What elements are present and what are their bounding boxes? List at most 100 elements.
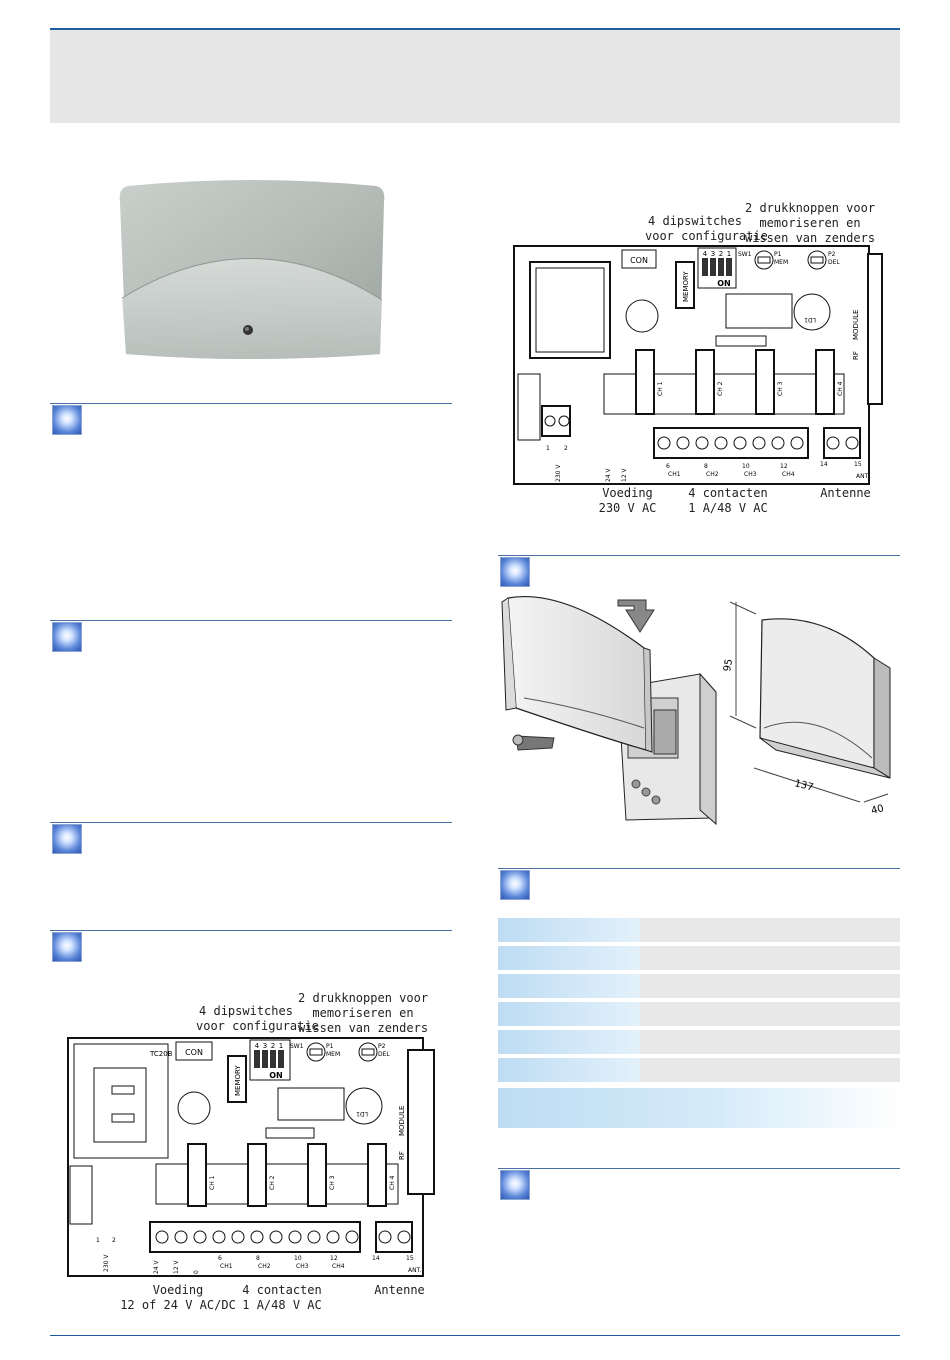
spec-row	[498, 918, 900, 942]
pcb-module: MODULE	[852, 310, 860, 340]
pcb-p1: P1	[774, 251, 782, 258]
antenna-label: Antenne	[820, 486, 871, 500]
pcb-supply-num: 2	[564, 445, 568, 452]
pcb-ch: CH 3	[777, 381, 784, 396]
terminal-ch: CH1	[220, 1263, 233, 1270]
section-rule	[498, 868, 900, 869]
section-bullet-icon	[500, 870, 530, 900]
pcb-rf: RF	[398, 1151, 406, 1160]
terminal-ch: CH4	[782, 471, 795, 478]
pcb-ch: CH 4	[837, 381, 844, 396]
pcb-ld1: LD1	[356, 1110, 368, 1117]
terminal-num: 8	[256, 1255, 260, 1262]
pcb-ant-num: 14	[820, 461, 828, 468]
pcb-supply-num: 1	[96, 1237, 100, 1244]
dip-on-label: ON	[269, 1071, 283, 1080]
pcb-ant: ANT.	[408, 1267, 422, 1274]
header-band	[50, 30, 900, 123]
section-bullet-icon	[52, 622, 82, 652]
section-bullet-icon	[500, 1170, 530, 1200]
pcb-module: MODULE	[398, 1106, 406, 1136]
pcb-supply: 230 V	[103, 1254, 110, 1272]
terminal-ch: CH3	[744, 471, 757, 478]
pcb-ch: CH 1	[209, 1175, 216, 1190]
pcb-low-volt: 24 V	[153, 1259, 160, 1274]
dip-num: 2	[719, 250, 723, 258]
spec-row	[498, 946, 900, 970]
dip-num: 1	[727, 250, 731, 258]
pcb-model: TC20B	[149, 1050, 173, 1058]
spec-row	[498, 1058, 900, 1082]
product-photo	[119, 180, 385, 359]
pcb-low-volt: 12 V	[173, 1259, 180, 1274]
spec-row	[498, 1002, 900, 1026]
pcb-con: CON	[185, 1048, 203, 1057]
terminal-ch: CH2	[706, 471, 719, 478]
spec-row	[498, 974, 900, 998]
terminal-num: 12	[780, 463, 788, 470]
pcb-sw1: SW1	[290, 1043, 304, 1050]
dip-on-label: ON	[717, 279, 731, 288]
dimension-height: 95	[722, 658, 735, 672]
dip-num: 3	[711, 250, 715, 258]
section-rule	[50, 403, 452, 404]
pcb-mem: MEM	[326, 1051, 340, 1058]
pcb-low-volt: 12 V	[621, 467, 628, 482]
pcb-p2: P2	[828, 251, 836, 258]
pcb-supply: 230 V	[555, 464, 562, 482]
terminal-num: 10	[742, 463, 750, 470]
pcb-del: DEL	[378, 1051, 390, 1058]
section-bullet-icon	[52, 405, 82, 435]
pcb-low-volt: 24 V	[605, 467, 612, 482]
terminal-num: 12	[330, 1255, 338, 1262]
terminal-ch: CH2	[258, 1263, 271, 1270]
dip-num: 4	[703, 250, 708, 258]
pcb-p2: P2	[378, 1043, 386, 1050]
bottom-rule	[50, 1335, 900, 1336]
dip-num: 2	[271, 1042, 275, 1050]
terminal-num: 8	[704, 463, 708, 470]
section-rule	[50, 930, 452, 931]
dip-num: 3	[263, 1042, 267, 1050]
pcb-diagram-bottom: TC20B CON MEMORY 4 3 2 1 ON SW1 P1 MEM P…	[67, 1037, 435, 1277]
antenna-label: Antenne	[374, 1283, 425, 1297]
dip-num: 1	[279, 1042, 283, 1050]
pcb-ch: CH 2	[717, 381, 724, 396]
pcb-ch: CH 3	[329, 1175, 336, 1190]
pcb-ant: ANT.	[856, 473, 870, 480]
section-rule	[50, 620, 452, 621]
top-rule	[50, 28, 900, 30]
section-rule	[50, 822, 452, 823]
terminal-ch: CH4	[332, 1263, 345, 1270]
pcb-ch: CH 1	[657, 381, 664, 396]
mounting-illustration: 95 137 40	[501, 595, 891, 826]
spec-row	[498, 1030, 900, 1054]
pcb-supply-num: 1	[546, 445, 550, 452]
section-rule	[498, 1168, 900, 1169]
pcb-ant-num: 15	[406, 1255, 414, 1262]
pcb-del: DEL	[828, 259, 840, 266]
dimension-depth: 40	[870, 803, 885, 817]
section-bullet-icon	[500, 557, 530, 587]
terminal-ch: CH3	[296, 1263, 309, 1270]
dimension-width: 137	[793, 778, 814, 793]
terminal-num: 6	[218, 1255, 222, 1262]
pcb-ch: CH 4	[389, 1175, 396, 1190]
pcb-rf: RF	[852, 351, 860, 360]
pcb-mem: MEM	[774, 259, 788, 266]
pcb-ld1: LD1	[804, 316, 816, 323]
pcb-con: CON	[630, 256, 648, 265]
pcb-low-volt: 0	[193, 1270, 200, 1274]
pcb-supply-num: 2	[112, 1237, 116, 1244]
pcb-ch: CH 2	[269, 1175, 276, 1190]
terminal-num: 6	[666, 463, 670, 470]
spec-footer	[498, 1088, 900, 1128]
